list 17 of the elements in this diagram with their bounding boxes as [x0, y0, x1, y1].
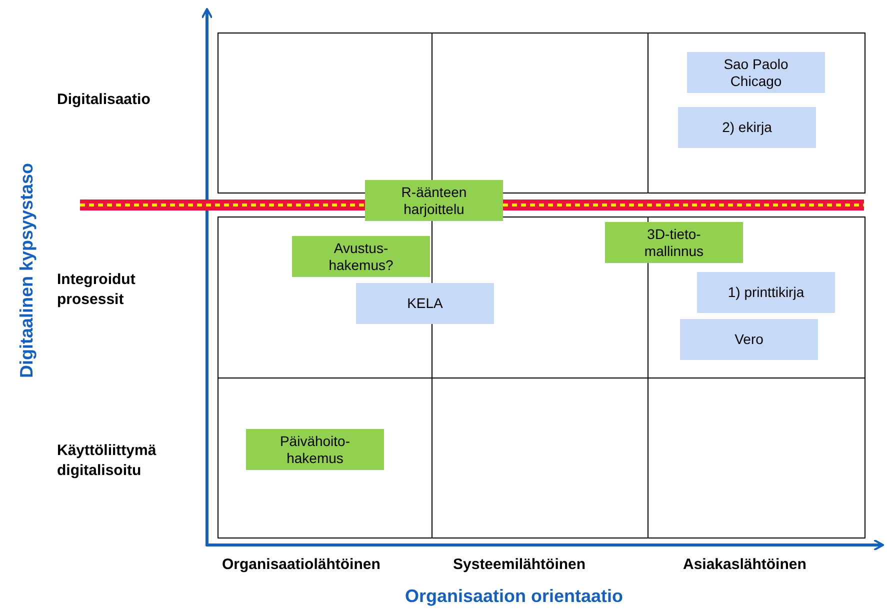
text-box: Sao Paolo Chicago: [687, 52, 825, 93]
text-box: 3D-tieto-mallinnus: [605, 222, 743, 263]
column-label: Asiakaslähtöinen: [683, 556, 806, 573]
text-box: Avustus-hakemus?: [292, 236, 430, 277]
column-label: Systeemilähtöinen: [453, 556, 586, 573]
row-label: Integroidut prosessit: [57, 270, 136, 310]
column-label: Organisaatiolähtöinen: [222, 556, 380, 573]
axis-title: Organisaation orientaatio: [405, 586, 624, 607]
axis-title: Digitaalinen kypsyystaso: [16, 162, 38, 380]
text-box: 1) printtikirja: [697, 272, 835, 313]
text-box: KELA: [356, 283, 494, 324]
row-label: Käyttöliittymä digitalisoitu: [57, 441, 158, 481]
text-box: Päivähoito-hakemus: [246, 429, 384, 470]
text-box: 2) ekirja: [678, 107, 816, 148]
row-label: Digitalisaatio: [57, 90, 152, 110]
text-box: Vero: [680, 319, 818, 360]
text-box: R-äänteen harjoittelu: [365, 180, 503, 221]
